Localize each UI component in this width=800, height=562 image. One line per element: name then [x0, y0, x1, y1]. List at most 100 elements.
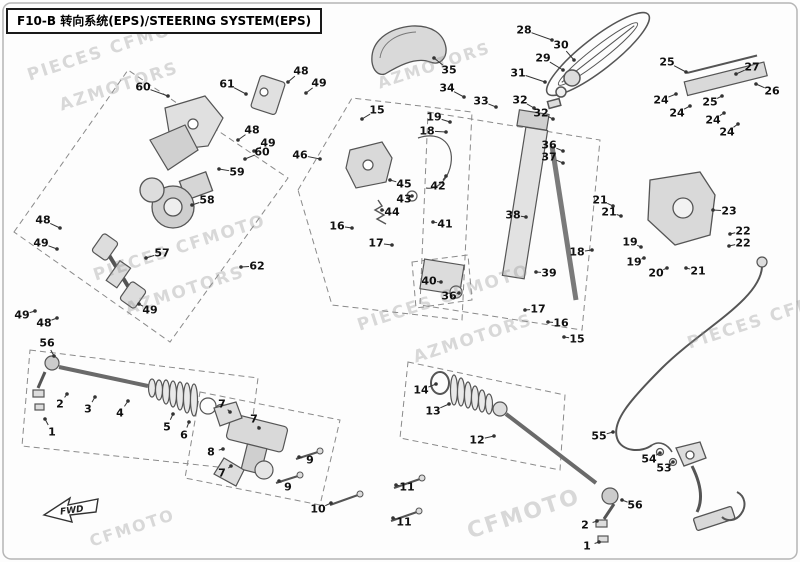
- part-number-49: 49: [260, 136, 276, 150]
- leader-dot-53: [671, 460, 675, 464]
- leader-dot-48: [58, 226, 62, 230]
- part-number-33: 33: [473, 94, 489, 108]
- part-number-4: 4: [116, 406, 124, 420]
- leader-dot-7: [228, 410, 232, 414]
- part-number-19: 19: [426, 110, 442, 124]
- leader-dot-41: [431, 220, 435, 224]
- leader-dot-46: [318, 157, 322, 161]
- leader-line-26: [755, 83, 765, 89]
- leader-dot-2: [65, 392, 69, 396]
- leader-line-38: [520, 215, 527, 218]
- part-number-53: 53: [656, 461, 672, 475]
- part-number-18: 18: [569, 245, 585, 259]
- part-number-62: 62: [249, 259, 265, 273]
- leader-line-48: [51, 317, 58, 321]
- column-bracket-drawing: [647, 171, 716, 246]
- leader-dot-11: [391, 516, 395, 520]
- leader-line-19: [441, 118, 451, 123]
- leader-dot-14: [434, 382, 438, 386]
- part-number-23: 23: [721, 204, 737, 218]
- part-number-39: 39: [541, 266, 557, 280]
- leader-line-33: [488, 103, 497, 108]
- leader-dot-38: [524, 215, 528, 219]
- leader-dot-19: [448, 120, 452, 124]
- steering-wheel-drawing: [545, 11, 651, 110]
- part-number-24: 24: [719, 125, 735, 139]
- leader-line-19: [641, 257, 645, 260]
- part-number-58: 58: [199, 193, 215, 207]
- leader-line-22: [729, 232, 736, 235]
- leader-line-14: [428, 383, 437, 388]
- leader-dot-56: [52, 354, 56, 358]
- leader-dot-1: [597, 540, 601, 544]
- leader-line-59: [218, 168, 230, 172]
- diagram-title: F10-B 转向系统(EPS)/STEERING SYSTEM(EPS): [17, 14, 312, 28]
- leader-line-25: [716, 95, 723, 99]
- part-number-38: 38: [505, 208, 521, 222]
- watermark-text: CFMOTO: [87, 505, 178, 551]
- leader-dot-7: [257, 426, 261, 430]
- leader-dot-15: [562, 335, 566, 339]
- leader-dot-49: [55, 247, 59, 251]
- part-number-22: 22: [735, 236, 751, 250]
- part-number-49: 49: [33, 236, 49, 250]
- leader-dot-27: [734, 72, 738, 76]
- part-number-17: 17: [368, 236, 384, 250]
- leader-line-48: [237, 134, 246, 141]
- leader-dot-10: [329, 501, 333, 505]
- leader-dot-5: [171, 412, 175, 416]
- leader-dot-19: [639, 245, 643, 249]
- part-number-21: 21: [690, 264, 706, 278]
- leader-line-12: [484, 435, 495, 439]
- leader-dot-55: [611, 430, 615, 434]
- part-number-56: 56: [39, 336, 55, 350]
- part-number-16: 16: [553, 316, 569, 330]
- leader-dot-34: [462, 95, 466, 99]
- part-number-59: 59: [229, 165, 245, 179]
- leader-line-9: [278, 480, 282, 483]
- part-number-9: 9: [284, 480, 292, 494]
- leader-dot-48: [286, 80, 290, 84]
- part-number-27: 27: [744, 60, 760, 74]
- part-number-44: 44: [384, 205, 400, 219]
- part-number-8: 8: [207, 445, 215, 459]
- leader-dot-1: [43, 417, 47, 421]
- part-number-18: 18: [419, 124, 435, 138]
- leader-dot-16: [546, 320, 550, 324]
- part-number-48: 48: [36, 316, 52, 330]
- part-number-48: 48: [244, 123, 260, 137]
- leader-dot-30: [572, 58, 576, 62]
- leader-dot-48: [55, 316, 59, 320]
- leader-line-24: [683, 105, 691, 110]
- leader-line-7: [257, 425, 260, 429]
- leader-line-24: [719, 112, 725, 117]
- leader-line-28: [531, 32, 553, 41]
- leader-dot-21: [684, 266, 688, 270]
- steering-gear-drawing: [213, 401, 289, 487]
- leader-dot-36: [561, 149, 565, 153]
- leader-dot-24: [688, 104, 692, 108]
- part-number-25: 25: [702, 95, 718, 109]
- leader-dot-13: [447, 402, 451, 406]
- fwd-label: FWD: [60, 504, 85, 517]
- part-number-31: 31: [510, 66, 526, 80]
- part-number-1: 1: [583, 539, 591, 553]
- leader-dot-49: [252, 149, 256, 153]
- part-number-2: 2: [581, 518, 589, 532]
- part-number-20: 20: [648, 266, 664, 280]
- cable-drawing: [615, 256, 768, 453]
- leader-line-53: [670, 461, 674, 464]
- part-number-25: 25: [659, 55, 675, 69]
- part-number-19: 19: [626, 255, 642, 269]
- leader-line-15: [361, 113, 371, 120]
- leader-line-30: [565, 50, 575, 61]
- leader-line-24: [733, 123, 739, 128]
- leader-line-1: [44, 418, 49, 426]
- leader-dot-26: [754, 82, 758, 86]
- leader-dot-18: [590, 248, 594, 252]
- leader-dot-2: [595, 519, 599, 523]
- part-number-26: 26: [764, 84, 780, 98]
- part-number-34: 34: [439, 81, 455, 95]
- leader-dot-16: [350, 226, 354, 230]
